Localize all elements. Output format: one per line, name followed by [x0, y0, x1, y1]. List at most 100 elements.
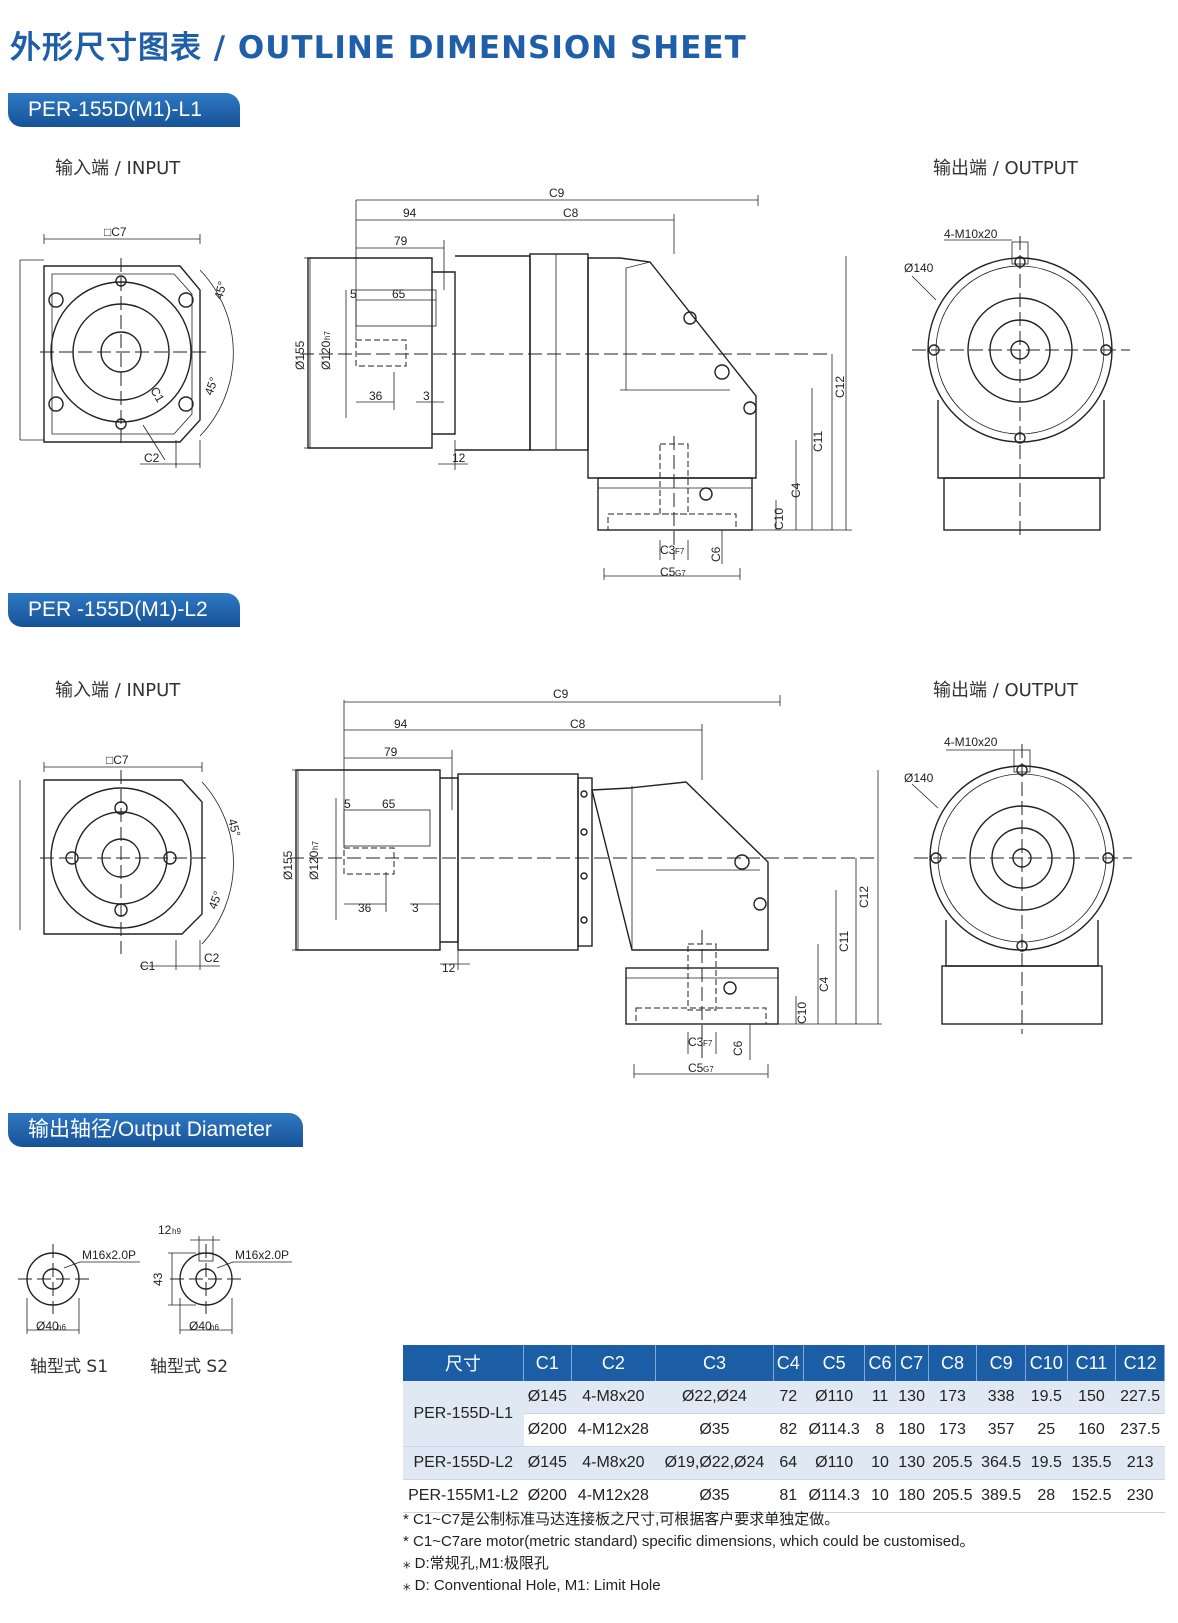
- dim-5: 5: [344, 797, 351, 811]
- table-cell: 173: [928, 1413, 977, 1447]
- table-cell: 4-M8x20: [571, 1446, 656, 1480]
- table-cell: 8: [864, 1413, 896, 1447]
- dim-c8: C8: [570, 717, 586, 731]
- dim-c2: C2: [144, 451, 160, 465]
- dim-c9: C9: [553, 687, 569, 701]
- dim-120: Ø120: [319, 340, 333, 370]
- table-cell: Ø110: [803, 1446, 865, 1480]
- l1-side-view: [300, 195, 852, 580]
- dim-94: 94: [394, 717, 408, 731]
- table-cell: Ø22,Ø24: [655, 1381, 774, 1414]
- dim-c11: C11: [837, 931, 851, 952]
- page-title: 外形尺寸图表 / OUTLINE DIMENSION SHEET: [10, 30, 747, 66]
- dim-c5-tol: G7: [675, 569, 686, 578]
- dim-12: 12: [442, 961, 456, 975]
- input-view-label: 输入端 / INPUT: [55, 680, 181, 701]
- dim-c2: C2: [204, 951, 220, 965]
- shaft-s2-key-tol: h9: [172, 1227, 181, 1236]
- dim-12: 12: [452, 451, 466, 465]
- note-line: ⁎ D: Conventional Hole, M1: Limit Hole: [403, 1577, 661, 1594]
- table-cell: 130: [895, 1381, 929, 1414]
- notes: * C1~C7是公制标准马达连接板之尺寸,可根据客户要求单独定做。* C1~C7…: [403, 1509, 975, 1597]
- shaft-s2-label: 轴型式 S2: [150, 1357, 229, 1377]
- table-header-cell: C2: [571, 1345, 657, 1381]
- table-cell: 19.5: [1025, 1446, 1068, 1480]
- table-header-cell: C10: [1025, 1345, 1068, 1381]
- dim-bolt: 4-M10x20: [944, 227, 998, 241]
- dim-c7: □C7: [106, 753, 129, 767]
- dim-c1: C1: [140, 959, 156, 973]
- table-header-cell: C4: [773, 1345, 804, 1381]
- dim-120-tol: h7: [311, 841, 320, 850]
- shaft-s2-key: 12: [158, 1223, 172, 1237]
- dim-45-deg: 45°: [202, 375, 221, 397]
- shaft-s1-label: 轴型式 S1: [30, 1357, 109, 1377]
- table-cell: 130: [895, 1446, 929, 1480]
- dim-c4: C4: [789, 482, 803, 498]
- table-cell: 213: [1115, 1446, 1165, 1480]
- dim-140: Ø140: [904, 771, 934, 785]
- table-cell: 230: [1115, 1479, 1165, 1513]
- dim-155: Ø155: [281, 850, 295, 880]
- dim-65: 65: [392, 287, 406, 301]
- table-header-cell: C7: [895, 1345, 929, 1381]
- table-header-cell: C9: [976, 1345, 1026, 1381]
- dim-c5: C5: [688, 1061, 704, 1075]
- dim-c10: C10: [772, 508, 786, 530]
- table-cell: 82: [773, 1413, 804, 1447]
- table-cell: 173: [928, 1381, 977, 1414]
- table-cell: 227.5: [1115, 1381, 1165, 1414]
- table-cell: 25: [1025, 1413, 1068, 1447]
- l2-output-view: [911, 744, 1132, 1034]
- table-header-cell: C8: [928, 1345, 978, 1381]
- l1-input-flange-view: [19, 234, 234, 468]
- table-model-cell: PER-155M1-L2: [403, 1479, 524, 1513]
- l1-output-view: [911, 236, 1130, 540]
- shaft-s2-dia: Ø40: [189, 1319, 212, 1333]
- table-cell: Ø145: [523, 1446, 572, 1480]
- table-cell: 81: [773, 1479, 804, 1513]
- dim-3: 3: [412, 901, 419, 915]
- table-cell: 357: [976, 1413, 1026, 1447]
- note-line: * C1~C7是公制标准马达连接板之尺寸,可根据客户要求单独定做。: [403, 1511, 840, 1528]
- table-header-cell: C5: [803, 1345, 866, 1381]
- table-cell: Ø35: [655, 1413, 774, 1447]
- table-cell: Ø110: [803, 1381, 865, 1414]
- table-cell: 237.5: [1115, 1413, 1165, 1447]
- table-cell: 389.5: [976, 1479, 1026, 1513]
- table-header-cell: C6: [864, 1345, 896, 1381]
- dim-c5-tol: G7: [703, 1065, 714, 1074]
- dim-120-tol: h7: [323, 331, 332, 340]
- dim-3: 3: [423, 389, 430, 403]
- dim-45-deg: 45°: [225, 817, 243, 838]
- shaft-s1-drawing: [18, 1244, 140, 1334]
- l2-side-view: [290, 695, 882, 1078]
- dim-c3-tol: F7: [703, 1039, 713, 1048]
- dim-c5: C5: [660, 565, 676, 579]
- table-model-cell: PER-155D-L2: [403, 1446, 524, 1480]
- dim-120: Ø120: [307, 850, 321, 880]
- dim-c3-tol: F7: [675, 547, 685, 556]
- table-cell: Ø35: [655, 1479, 774, 1513]
- table-cell: Ø145: [523, 1381, 572, 1414]
- table-cell: 4-M12x28: [571, 1479, 656, 1513]
- shaft-s2-thread: M16x2.0P: [235, 1248, 289, 1262]
- input-view-label: 输入端 / INPUT: [55, 158, 181, 179]
- dim-45-deg: 45°: [211, 279, 229, 300]
- table-header-cell: C1: [523, 1345, 572, 1381]
- table-cell: 28: [1025, 1479, 1068, 1513]
- table-cell: 19.5: [1025, 1381, 1068, 1414]
- dim-36: 36: [369, 389, 383, 403]
- shaft-s2-height: 43: [151, 1272, 165, 1286]
- dim-36: 36: [358, 901, 372, 915]
- dim-c3: C3: [688, 1035, 704, 1049]
- table-cell: 180: [895, 1479, 929, 1513]
- shaft-s2-drawing: [168, 1236, 292, 1334]
- table-model-cell: PER-155D-L1: [403, 1381, 524, 1447]
- dim-c1: C1: [147, 385, 167, 406]
- output-view-label: 输出端 / OUTPUT: [933, 158, 1078, 179]
